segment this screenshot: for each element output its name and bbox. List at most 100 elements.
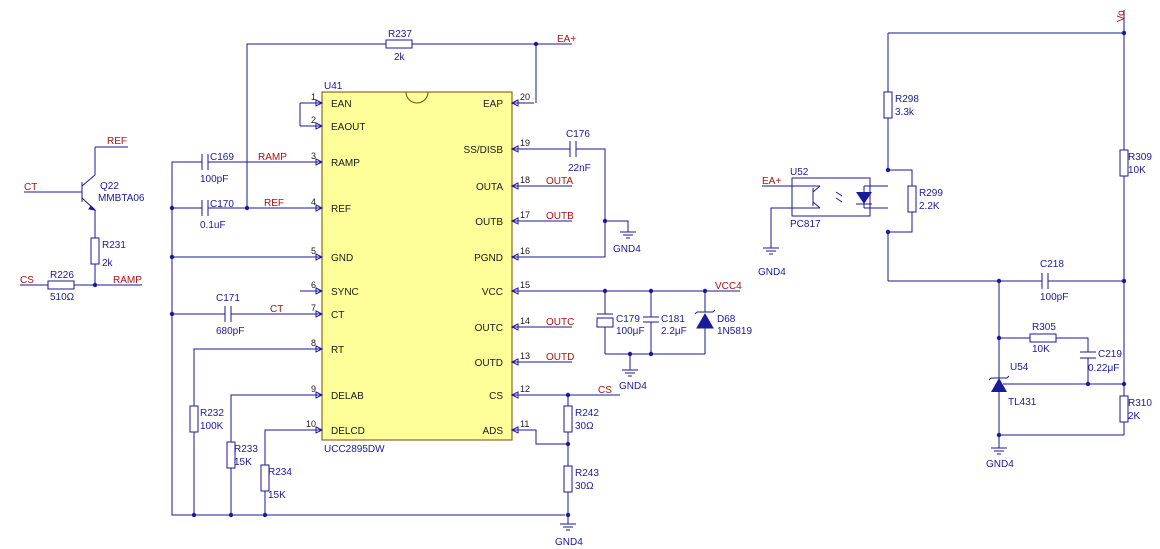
net-vcc4: VCC4	[715, 281, 742, 292]
pin-number: 20	[520, 92, 530, 102]
gnd-label-bottom: GND4	[555, 537, 583, 548]
pin-number: 2	[311, 115, 316, 125]
gnd-opto	[763, 247, 779, 255]
c171-val: 680pF	[216, 326, 244, 337]
c179-ref: C179	[616, 314, 640, 325]
net-outa: OUTA	[546, 176, 573, 187]
pin-arrow	[510, 391, 519, 399]
u54-val: TL431	[1008, 397, 1037, 408]
junctions	[92, 30, 1127, 518]
r233-val: 15K	[234, 457, 252, 468]
pin-arrow	[510, 145, 519, 153]
r237-val: 2k	[394, 52, 406, 63]
u52-val: PC817	[790, 219, 821, 230]
pin-name: DELCD	[331, 426, 365, 437]
pin-number: 1	[311, 92, 316, 102]
c176-ref: C176	[566, 129, 590, 140]
r310-val: 2K	[1128, 411, 1141, 422]
pin-arrow	[315, 158, 324, 166]
r298-val: 3.3k	[895, 107, 915, 118]
resistor-r234	[260, 464, 270, 492]
capacitor-c219	[1080, 351, 1096, 359]
pin-name: OUTC	[475, 323, 503, 334]
pin-arrow	[315, 426, 324, 434]
r242-ref: R242	[575, 408, 599, 419]
pin-number: 8	[311, 338, 316, 348]
pin-arrow	[315, 391, 324, 399]
pin-number: 17	[520, 210, 530, 220]
pin-arrow	[315, 310, 324, 318]
ic-body	[321, 91, 513, 441]
resistors: R237 2k R231 2k R226 510Ω R232 100K R233…	[47, 29, 1152, 501]
pin-number: 18	[520, 175, 530, 185]
q22-val: MMBTA06	[98, 193, 145, 204]
pin-number: 11	[520, 419, 529, 429]
pin-name: GND	[331, 253, 353, 264]
r309-ref: R309	[1128, 152, 1152, 163]
r234-ref: R234	[268, 467, 292, 478]
pin-name: DELAB	[331, 391, 364, 402]
capacitor-c176	[569, 141, 577, 157]
pin-name: PGND	[474, 253, 503, 264]
net-ramp-ic: RAMP	[258, 152, 287, 163]
pin-arrow	[315, 287, 324, 295]
ic-notch	[405, 91, 429, 104]
pin-number: 6	[311, 280, 316, 290]
pin-name: ADS	[482, 426, 503, 437]
pin-arrow	[510, 323, 519, 331]
capacitor-labels: C169 100pF C170 0.1uF C171 680pF C176 22…	[200, 129, 1122, 374]
c170-ref: C170	[210, 199, 234, 210]
diode-d68: D68 1N5819	[694, 309, 752, 337]
ic-right-pins: 20EAP19SS/DISB18OUTA17OUTB16PGND15VCC14O…	[464, 92, 534, 437]
pin-arrow	[510, 358, 519, 366]
gnd-label-opto: GND4	[758, 267, 786, 278]
net-cs-left: CS	[20, 275, 34, 286]
pin-name: EAP	[483, 99, 503, 110]
net-ea-plus: EA+	[557, 34, 576, 45]
net-outb: OUTB	[546, 211, 574, 222]
net-ct-q22: CT	[24, 182, 37, 193]
c218-ref: C218	[1040, 259, 1064, 270]
pin-name: CT	[331, 310, 344, 321]
pin-name: SS/DISB	[464, 145, 504, 156]
capacitors	[201, 141, 1096, 359]
resistor-r310	[1119, 395, 1129, 423]
r299-val: 2.2K	[919, 201, 940, 212]
pin-number: 19	[520, 138, 530, 148]
pin-name: OUTB	[475, 217, 503, 228]
capacitor-c218	[1041, 273, 1049, 289]
shunt-regulator-u54: U54 TL431	[988, 362, 1037, 408]
ic-left-pins: 1EAN2EAOUT3RAMP4REF5GND6SYNC7CT8RT9DELAB…	[300, 92, 365, 437]
resistor-r243	[563, 465, 573, 493]
pin-number: 4	[311, 197, 316, 207]
r242-val: 30Ω	[575, 421, 594, 432]
r233-ref: R233	[234, 444, 258, 455]
pin-name: SYNC	[331, 287, 359, 298]
gnd-label-vcc: GND4	[619, 381, 647, 392]
pin-arrow	[315, 122, 324, 130]
pin-number: 3	[311, 151, 316, 161]
pin-arrow	[510, 182, 519, 190]
resistor-r233	[226, 441, 236, 469]
r309-val: 10K	[1128, 165, 1146, 176]
c176-val: 22nF	[568, 163, 591, 174]
capacitor-c181	[643, 316, 659, 323]
pin-number: 15	[520, 280, 530, 290]
r237-ref: R237	[388, 29, 412, 40]
capacitor-c170	[201, 200, 209, 216]
capacitor-c171	[224, 306, 232, 322]
ground-symbols	[560, 231, 1007, 531]
c171-ref: C171	[216, 293, 240, 304]
pin-name: VCC	[482, 287, 503, 298]
net-ct-ic: CT	[270, 304, 283, 315]
